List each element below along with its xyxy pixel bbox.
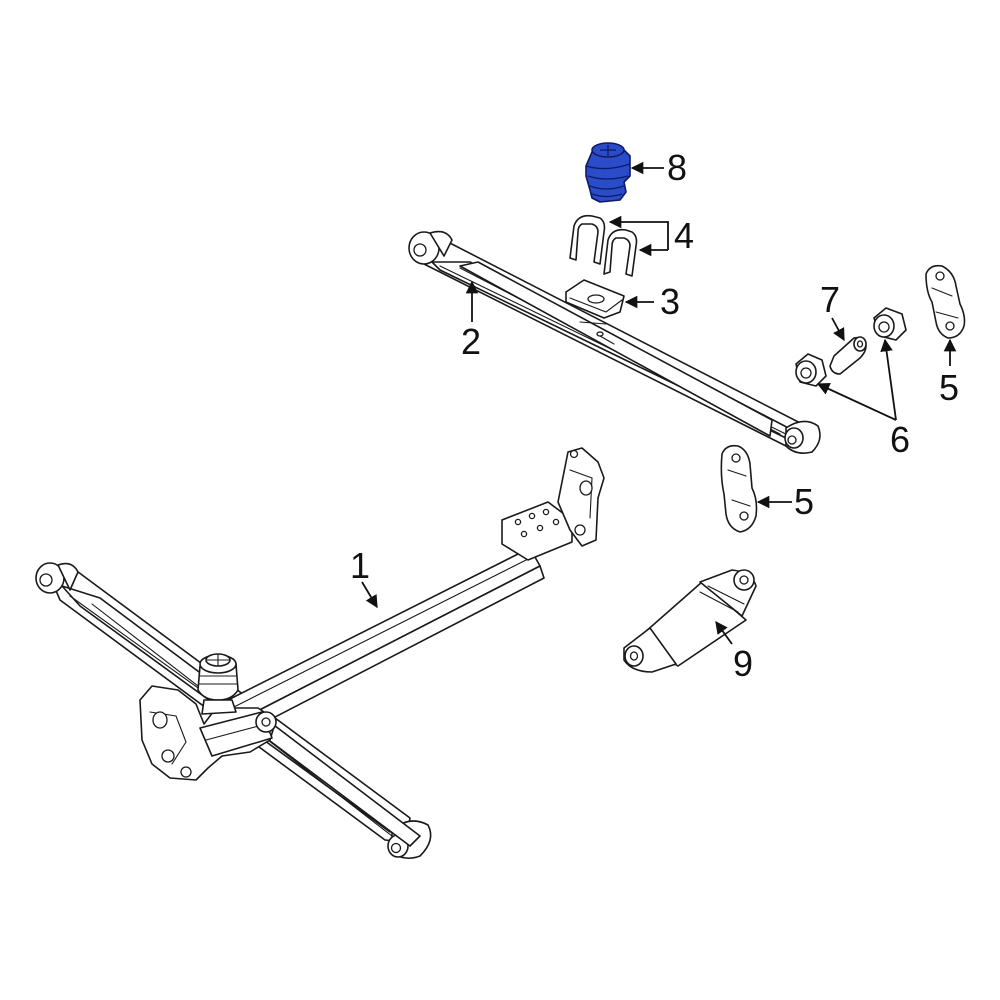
callout-9: 9: [733, 643, 753, 684]
leader-lines: [361, 161, 957, 645]
leaf-spring[interactable]: [408, 230, 821, 454]
shackle-lower[interactable]: [720, 444, 758, 533]
shackle-upper[interactable]: [925, 264, 966, 339]
callout-labels: 1 2 3 4 5 5 6 7 8 9: [350, 147, 959, 684]
sleeve[interactable]: [829, 336, 867, 375]
callout-4: 4: [674, 215, 694, 256]
jounce-bumper[interactable]: [585, 142, 631, 203]
callout-1: 1: [350, 545, 370, 586]
spring-plate[interactable]: [565, 279, 625, 319]
callout-5a: 5: [794, 481, 814, 522]
leader-9: [715, 620, 733, 645]
callout-2: 2: [461, 321, 481, 362]
axle-tube: [227, 447, 605, 733]
callout-5b: 5: [939, 367, 959, 408]
callout-7: 7: [820, 279, 840, 320]
callout-8: 8: [667, 147, 687, 188]
callout-6: 6: [890, 419, 910, 460]
leader-1: [361, 581, 378, 609]
leader-7: [831, 317, 845, 342]
leader-4a: [608, 215, 669, 250]
leader-6a: [816, 383, 897, 421]
axle-side-spring: [249, 715, 421, 847]
shock-absorber[interactable]: [623, 569, 757, 673]
leader-6b: [880, 338, 897, 421]
callout-3: 3: [660, 281, 680, 322]
u-bolts[interactable]: [569, 214, 638, 277]
bushing-right[interactable]: [873, 307, 907, 341]
axle-assembly[interactable]: [35, 447, 605, 860]
axle-housing: [139, 653, 277, 781]
bushing-left[interactable]: [795, 353, 827, 387]
